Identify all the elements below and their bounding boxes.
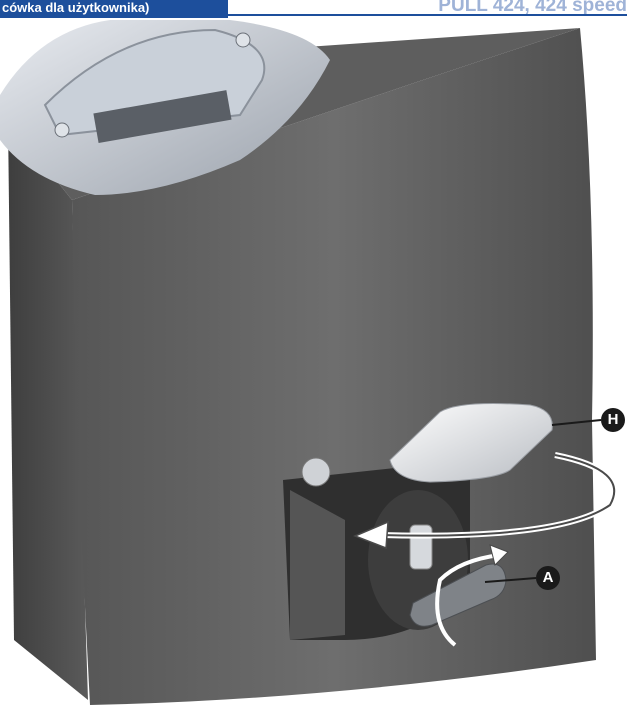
motor-illustration [0, 18, 627, 727]
knob-icon [302, 458, 330, 486]
model-title: PULL 424, 424 speed [347, 0, 627, 14]
screw-icon [55, 123, 69, 137]
callout-a: A [536, 566, 560, 590]
lock-cylinder-icon [410, 525, 432, 569]
page-header: cówka dla użytkownika) PULL 424, 424 spe… [0, 0, 627, 18]
section-title: cówka dla użytkownika) [0, 0, 228, 18]
callout-h: H [601, 408, 625, 432]
screw-icon [236, 33, 250, 47]
header-rule [228, 14, 627, 16]
